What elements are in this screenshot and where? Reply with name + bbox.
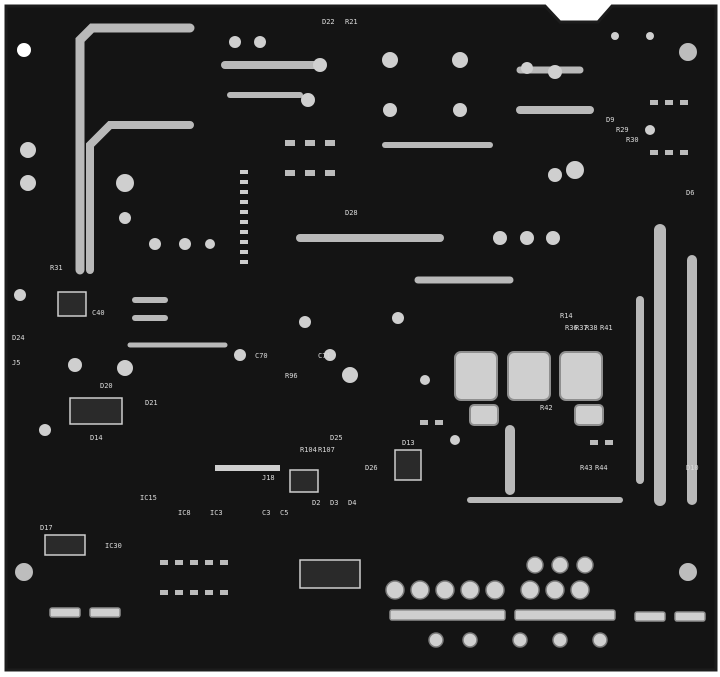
silkscreen-labels: D22 R21 D9 R29 R30 R31 D6 R41 D24 D28 J5…: [12, 18, 699, 550]
label-c40: C40: [92, 309, 105, 317]
label-r37: R37: [575, 324, 588, 332]
label-d14: D14: [90, 434, 103, 442]
label-d26: D26: [365, 464, 378, 472]
label-c3: C3: [262, 509, 270, 517]
label-d25: D25: [330, 434, 343, 442]
label-ic15: IC15: [140, 494, 157, 502]
label-r14: R14: [560, 312, 573, 320]
label-d22: D22: [322, 18, 335, 26]
label-r36: R36: [565, 324, 578, 332]
label-ic30: IC30: [105, 542, 122, 550]
label-r31: R31: [50, 264, 63, 272]
label-d13: D13: [402, 439, 415, 447]
label-d6: D6: [686, 189, 694, 197]
label-r107: R107: [318, 446, 335, 454]
label-d21: D21: [145, 399, 158, 407]
label-r96: R96: [285, 372, 298, 380]
label-d2: D2: [312, 499, 320, 507]
label-c71: C71: [318, 352, 331, 360]
mounting-hole: [679, 563, 697, 581]
label-d24: D24: [12, 334, 25, 342]
label-r29: R29: [616, 126, 629, 134]
label-r43: R43: [580, 464, 593, 472]
label-d17: D17: [40, 524, 53, 532]
heatsink-pads: [454, 351, 604, 426]
label-j18: J18: [262, 474, 275, 482]
label-r42: R42: [540, 404, 553, 412]
mounting-hole: [17, 43, 31, 57]
label-j5: J5: [12, 359, 20, 367]
smd-pads: [160, 100, 688, 595]
label-r38: R38: [585, 324, 598, 332]
pin-rows: [385, 556, 608, 648]
label-r44: R44: [595, 464, 608, 472]
solder-joints: [14, 32, 655, 445]
label-r41: R41: [600, 324, 613, 332]
label-d9: D9: [606, 116, 614, 124]
bottom-connectors: [49, 607, 706, 622]
label-ic8: IC8: [178, 509, 191, 517]
label-d3: D3: [330, 499, 338, 507]
label-c5: C5: [280, 509, 288, 517]
label-d10: D10: [686, 464, 699, 472]
label-r21: R21: [345, 18, 358, 26]
label-r30: R30: [626, 136, 639, 144]
label-c70: C70: [255, 352, 268, 360]
label-r104: R104: [300, 446, 317, 454]
mounting-hole: [15, 563, 33, 581]
ic-pin-column: [215, 170, 280, 471]
mounting-hole: [679, 43, 697, 61]
ic-footprints: [44, 291, 422, 589]
label-ic3: IC3: [210, 509, 223, 517]
label-d28: D28: [345, 209, 358, 217]
board-outline: [4, 4, 718, 672]
label-d4: D4: [348, 499, 356, 507]
label-d20: D20: [100, 382, 113, 390]
